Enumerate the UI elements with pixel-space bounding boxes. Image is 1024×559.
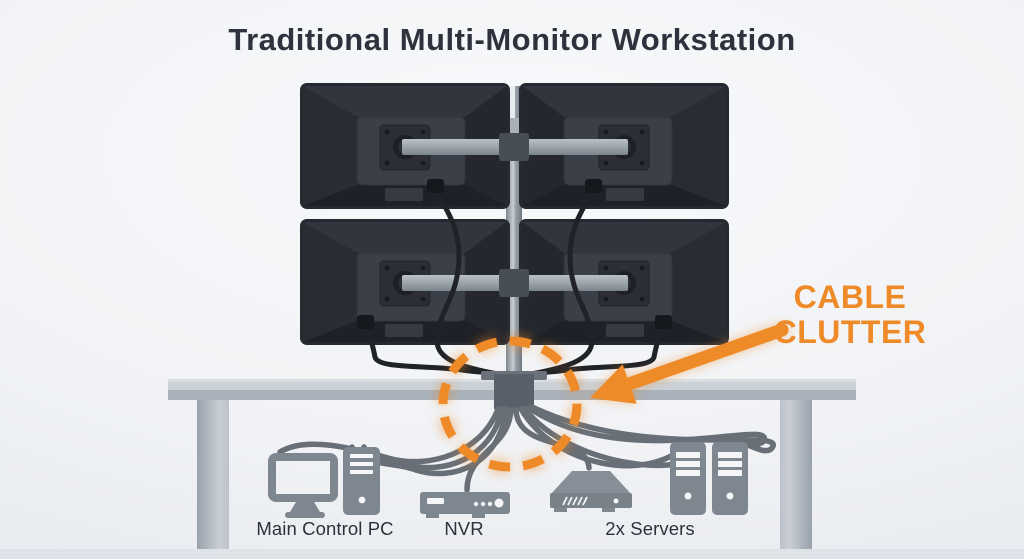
desk-leg-right: [780, 396, 812, 549]
cable-clutter-callout: CABLE CLUTTER: [744, 280, 956, 350]
desk-leg-left: [197, 396, 229, 549]
label-main-control-pc: Main Control PC: [256, 518, 394, 539]
label-nvr: NVR: [444, 518, 484, 539]
desktop-pc-icon: [268, 447, 380, 518]
callout-line-1: CABLE: [793, 279, 907, 315]
callout-line-2: CLUTTER: [773, 314, 927, 350]
pole-clamp: [481, 371, 547, 410]
clutter-highlight-circle: [435, 333, 585, 475]
nvr-icon: [420, 492, 510, 518]
floor-strip: [0, 549, 1024, 559]
cable-plugs: [357, 179, 672, 329]
page-title: Traditional Multi-Monitor Workstation: [228, 22, 796, 57]
label-servers: 2x Servers: [605, 518, 695, 539]
network-switch-icon: [550, 471, 632, 512]
server-towers-icon: [670, 442, 748, 515]
callout-arrow: [590, 323, 789, 404]
